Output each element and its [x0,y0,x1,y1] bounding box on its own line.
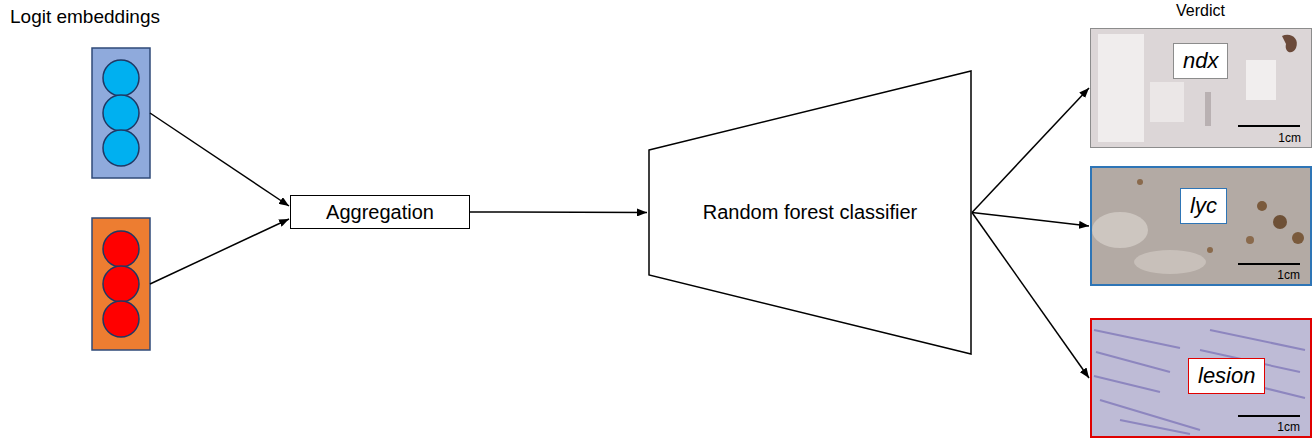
image-texture [1257,201,1267,211]
image-texture [1292,232,1304,244]
image-texture [1134,250,1206,274]
image-texture [1205,92,1211,126]
image-texture [1092,212,1148,248]
image-panel: 1cm lyc [1090,166,1312,286]
embedding-unit [103,301,139,337]
embedding-unit [103,130,139,166]
node-text: Aggregation [326,201,434,224]
image-texture [1094,330,1305,434]
input-arrow [150,219,289,284]
scale-bar [1238,125,1300,127]
flow-arrow [470,211,647,213]
embedding-unit [103,266,139,302]
tissue-image [1090,166,1312,286]
free-label: Verdict [1176,2,1225,20]
trapezoid-shape [649,71,971,354]
image-texture [1273,215,1287,229]
free-label: Logit embeddings [10,6,160,28]
scale-label: 1cm [1278,131,1301,145]
scale-bar [1238,263,1300,265]
embedding-unit [103,231,139,267]
scale-label: 1cm [1277,420,1300,434]
flow-arrow [972,88,1089,213]
class-text: lyc [1190,193,1217,219]
image-panel: 1cm lesion [1090,318,1312,438]
node-text: Random forest classifier [703,201,918,224]
image-texture [1137,179,1143,185]
flow-arrow [972,213,1089,227]
embedding-unit [103,95,139,131]
image-panel: 1cm ndx [1090,28,1312,148]
process-box: Aggregation [290,195,470,229]
embedding-vector [92,48,150,178]
image-texture [1282,35,1297,53]
tissue-image [1090,318,1312,438]
image-texture [1207,247,1213,253]
image-texture [1246,60,1276,100]
scale-label: 1cm [1277,268,1300,282]
image-texture [1150,82,1184,122]
class-tag: ndx [1173,43,1228,79]
class-tag: lyc [1180,188,1227,224]
embedding-unit [103,60,139,96]
class-text: ndx [1183,48,1218,74]
image-texture [1098,34,1144,142]
input-arrow [150,113,289,206]
embedding-vector [92,218,150,350]
scale-bar [1238,415,1300,417]
class-text: lesion [1198,363,1255,389]
classifier-trapezoid: Random forest classifier [648,70,972,355]
image-texture [1246,236,1254,244]
class-tag: lesion [1188,358,1265,394]
flow-arrow [972,213,1089,379]
tissue-image [1090,28,1312,148]
